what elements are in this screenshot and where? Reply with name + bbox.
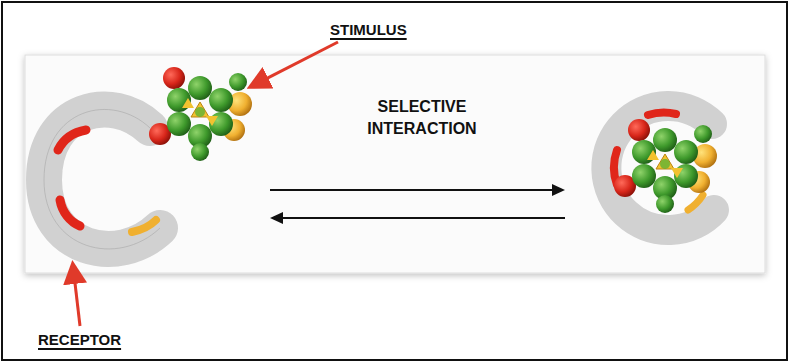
callout-label: STIMULUS: [330, 20, 407, 40]
callout-label: RECEPTOR: [38, 330, 121, 350]
arrow-label: SELECTIVE INTERACTION: [352, 96, 492, 139]
